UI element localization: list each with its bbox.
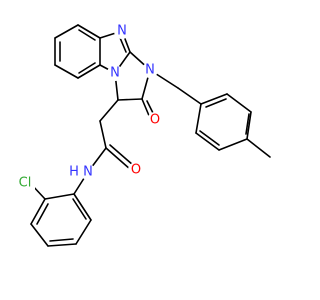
bond: [117, 98, 143, 101]
bond: [36, 203, 49, 225]
bond: [54, 24, 79, 39]
structure-diagram: N N N O O N H: [15, 23, 271, 247]
bond: [77, 64, 101, 79]
bond: [245, 113, 250, 135]
atom-label: N: [117, 24, 127, 39]
methylbenzyl-group: [149, 69, 271, 158]
bond: [99, 99, 119, 122]
bond: [141, 98, 151, 119]
bond: [54, 64, 79, 79]
imine-nitrogen: N: [114, 23, 130, 39]
amide-hydrogen: H: [68, 165, 80, 180]
bridgehead-nitrogen: N: [107, 65, 123, 81]
bond: [226, 93, 252, 113]
bond: [200, 93, 228, 105]
chlorophenyl-ring: [30, 183, 92, 247]
bond: [75, 219, 92, 245]
bond: [30, 223, 49, 247]
bond: [195, 103, 202, 134]
benzo-ring: [54, 24, 101, 79]
bond: [99, 120, 107, 149]
chlorine: Cl: [15, 175, 35, 191]
bond: [246, 138, 271, 158]
bond: [199, 130, 220, 146]
atom-label: O: [150, 113, 160, 128]
bond: [30, 198, 46, 225]
bond: [246, 111, 252, 140]
atom-label: N: [145, 63, 155, 78]
bond: [78, 29, 96, 41]
bond: [72, 198, 87, 220]
bond: [205, 98, 227, 108]
bond: [177, 87, 202, 105]
ring-carbonyl-oxygen: O: [147, 112, 163, 128]
bond: [44, 193, 75, 200]
atom-label: N: [83, 165, 93, 180]
amide-oxygen: O: [128, 162, 144, 178]
atom-label: H: [69, 165, 79, 180]
bond: [109, 144, 134, 166]
atom-label: Cl: [19, 176, 32, 191]
acetamide-chain: [73, 99, 134, 195]
molecule-drawing: N N N O O N H: [15, 23, 271, 247]
amide-nitrogen: N: [80, 164, 96, 180]
bond: [218, 138, 248, 151]
atom-label: N: [110, 66, 120, 81]
atom-labels: N N N O O N H: [15, 23, 163, 191]
bond: [47, 243, 77, 247]
bond: [78, 62, 96, 74]
bond: [73, 193, 92, 221]
bond: [77, 24, 101, 39]
ring-nitrogen: N: [142, 62, 158, 78]
bond: [105, 147, 132, 171]
bond: [195, 132, 220, 151]
atom-label: O: [131, 163, 141, 178]
bond: [49, 238, 74, 242]
